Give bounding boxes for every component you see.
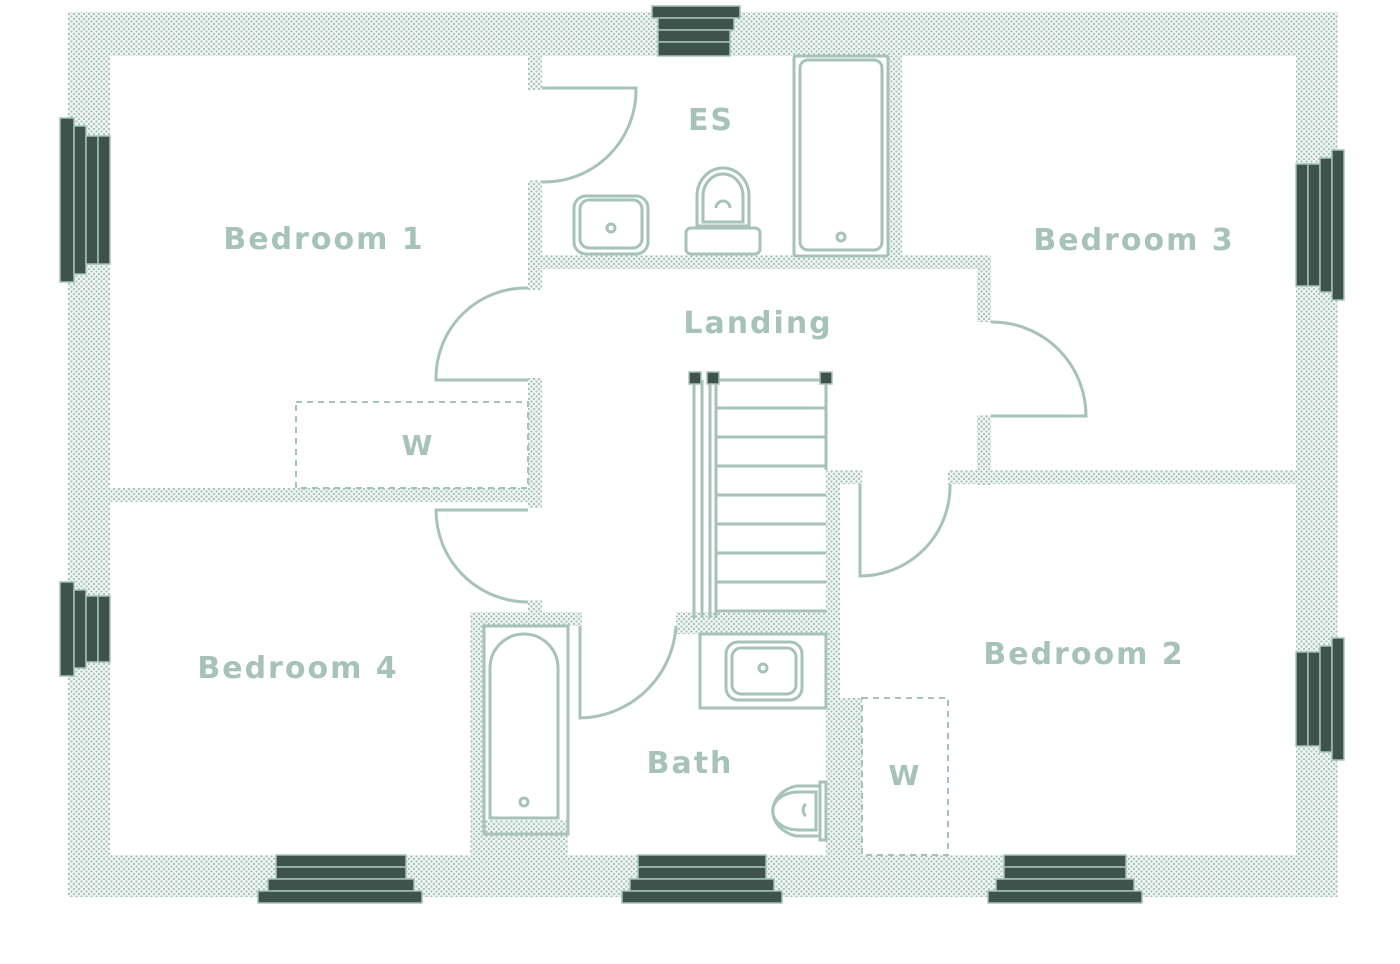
outer-wall-right [1296, 12, 1338, 897]
bedroom3-wall-left-bottom [977, 415, 991, 485]
label-bedroom3: Bedroom 3 [1033, 223, 1234, 258]
door-bedroom1 [434, 286, 529, 382]
label-ensuite: ES [688, 103, 734, 138]
window-bottom-right [987, 854, 1143, 904]
wardrobe-bedroom2 [861, 697, 949, 856]
label-bath: Bath [647, 746, 734, 781]
bedroom2-wall-top-left [836, 470, 862, 484]
bedroom1-landing-wall [528, 378, 542, 508]
bath-wall-top-right [676, 612, 826, 634]
doors [434, 86, 1088, 720]
window-bottom-left [257, 854, 423, 904]
label-bedroom4: Bedroom 4 [197, 651, 398, 686]
label-bedroom1: Bedroom 1 [223, 222, 424, 257]
bath-wall-left [470, 612, 484, 855]
window-bottom-middle [621, 854, 783, 904]
bath-toilet-icon [771, 780, 828, 842]
ensuite-bath-icon [792, 54, 890, 258]
ensuite-wall-bottom [528, 255, 990, 269]
fixtures [482, 54, 890, 842]
bedroom3-wall-left-top [977, 255, 991, 322]
label-wardrobe1: W [402, 429, 435, 462]
stair-bedroom2-wall [826, 470, 840, 855]
bedroom3-wall-bottom [948, 470, 1296, 484]
bedroom1-bedroom4-wall [110, 488, 542, 502]
label-wardrobe2: W [889, 759, 922, 792]
bathtub-icon [482, 624, 570, 836]
bath-basin-icon [698, 632, 828, 710]
bath-tub-wall [484, 820, 568, 855]
ensuite-wall-right [888, 56, 902, 268]
newel-post [688, 371, 702, 385]
door-bedroom2 [858, 483, 952, 578]
door-bath [578, 625, 678, 720]
door-bedroom3 [990, 320, 1088, 418]
window-right-bottom [1295, 637, 1345, 761]
door-ensuite [541, 86, 638, 184]
wardrobe-bedroom1 [295, 401, 529, 489]
ensuite-wall-left-top [528, 56, 542, 90]
door-bedroom4 [434, 508, 529, 604]
window-top [651, 5, 741, 57]
window-left-top [59, 117, 111, 283]
label-landing: Landing [683, 306, 832, 341]
window-right-top [1295, 149, 1345, 301]
room-labels: Bedroom 1 Bedroom 3 ES Landing W Bedroom… [197, 103, 1234, 792]
windows [59, 5, 1345, 904]
staircase [688, 371, 833, 618]
ensuite-wall-left-bottom [528, 180, 542, 290]
ensuite-toilet-icon [684, 166, 762, 256]
wardrobe2-wall [840, 698, 862, 855]
ensuite-basin-icon [572, 194, 650, 256]
bath-wall-top-left [470, 612, 582, 626]
newel-post [819, 371, 833, 385]
window-left-bottom [59, 581, 111, 677]
label-bedroom2: Bedroom 2 [983, 637, 1184, 672]
newel-post [706, 371, 720, 385]
